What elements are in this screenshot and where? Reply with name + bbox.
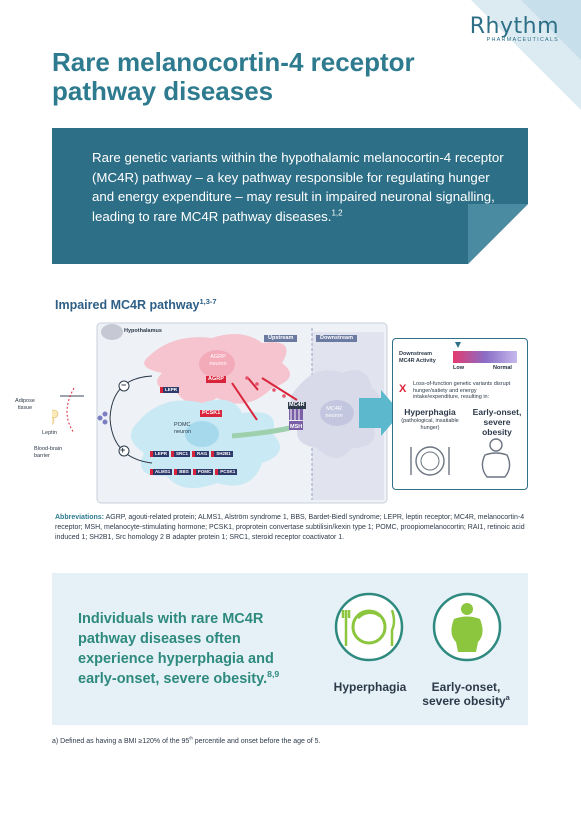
agrp-chip-group: LEPR — [160, 378, 181, 396]
label-agrp-neuron: AGRP neuron — [209, 354, 227, 367]
intro-body: Rare genetic variants within the hypotha… — [92, 150, 504, 224]
gene-chip: ALMS1 — [150, 469, 173, 475]
corner-accent — [471, 0, 581, 110]
obesity-label: Early-onset, severe obesitya — [414, 680, 518, 708]
label-bbb: Blood-brain barrier — [34, 446, 63, 459]
label-msh: MSH — [290, 424, 303, 430]
label-adipose: Adipose tissue — [15, 398, 35, 411]
intro-box — [52, 128, 528, 264]
activity-low: Low — [453, 365, 464, 371]
abbreviations-text: AGRP, agouti-related protein; ALMS1, Als… — [55, 514, 525, 541]
callout-headline-text: Individuals with rare MC4R pathway disea… — [78, 611, 274, 687]
obesity-icon — [432, 592, 502, 662]
label-leptin: Leptin — [42, 430, 57, 436]
logo-word: Rhythm — [469, 14, 559, 39]
pathway-diagram-art — [52, 322, 401, 504]
intro-refs: 1,2 — [331, 208, 343, 218]
hyperphagia-icon — [334, 592, 404, 662]
rhythm-logo: Rhythm PHARMACEUTICALS — [470, 14, 559, 43]
outcome-panel: Downstream MC4R Activity Low Normal X Lo… — [392, 338, 528, 490]
activity-gradient-bar — [453, 351, 517, 363]
label-plus: + — [120, 445, 126, 455]
intro-fold — [468, 204, 528, 264]
obesity-label-text: Early-onset, severe obesity — [422, 680, 506, 708]
section-heading: Impaired MC4R pathway1,3-7 — [55, 298, 217, 312]
gene-chip: SRC1 — [171, 451, 191, 457]
label-pcsk1: PCSK1 — [200, 410, 223, 417]
activity-normal: Normal — [493, 365, 512, 371]
loss-text: Loss-of-function genetic variants disrup… — [413, 381, 511, 400]
abbreviations: Abbreviations: AGRP, agouti-related prot… — [55, 513, 529, 543]
section-heading-text: Impaired MC4R pathway — [55, 298, 200, 312]
label-hypothalamus: Hypothalamus — [124, 328, 162, 334]
gene-chip: PCSK1 — [215, 469, 238, 475]
x-mark: X — [399, 383, 407, 395]
activity-indicator-icon — [455, 342, 461, 348]
gene-chip: BBS — [174, 469, 191, 475]
label-mc4r: MC4R — [288, 402, 306, 409]
footnote-tail: percentile and onset before the age of 5… — [192, 738, 321, 745]
gene-chip: SH2B1 — [211, 451, 233, 457]
label-agrp: AGRP — [206, 376, 226, 383]
plate-icon — [410, 446, 450, 476]
obesity-footnote-mark: a — [505, 693, 510, 702]
abbreviations-heading: Abbreviations: — [55, 514, 105, 521]
logo-sub: PHARMACEUTICALS — [486, 37, 559, 43]
label-mc4r-neuron: MC4R neuron — [325, 406, 343, 419]
panel-hyperphagia: Hyperphagia — [404, 407, 456, 417]
hyperphagia-label: Hyperphagia — [333, 680, 407, 694]
activity-label: Downstream MC4R Activity — [399, 351, 436, 364]
footnote-lead: a) Defined as having a BMI ≥120% of the … — [52, 738, 190, 745]
label-upstream: Upstream — [264, 335, 298, 342]
label-downstream: Downstream — [316, 335, 358, 342]
panel-obesity: Early-onset, severe obesity — [472, 407, 522, 437]
intro-text: Rare genetic variants within the hypotha… — [92, 148, 512, 226]
gene-chip: LEPR — [160, 387, 180, 393]
page-title: Rare melanocortin-4 receptor pathway dis… — [52, 47, 415, 106]
gene-chip: POMC — [192, 469, 214, 475]
person-icon — [481, 438, 511, 478]
label-minus: − — [121, 380, 127, 390]
pathway-diagram: Hypothalamus Adipose tissue Leptin Blood… — [15, 318, 530, 506]
footnote: a) Defined as having a BMI ≥120% of the … — [52, 735, 321, 745]
callout-refs: 8,9 — [267, 669, 280, 680]
gene-chip: LEPR — [150, 451, 170, 457]
callout-headline: Individuals with rare MC4R pathway disea… — [78, 609, 308, 689]
footnote-th: th — [189, 735, 193, 741]
panel-hyperphagia-sub: (pathological, insatiable hunger) — [401, 418, 459, 431]
label-pomc-neuron: POMC neuron — [174, 422, 192, 435]
section-heading-refs: 1,3-7 — [199, 296, 217, 306]
gene-chip: RAI1 — [192, 451, 210, 457]
